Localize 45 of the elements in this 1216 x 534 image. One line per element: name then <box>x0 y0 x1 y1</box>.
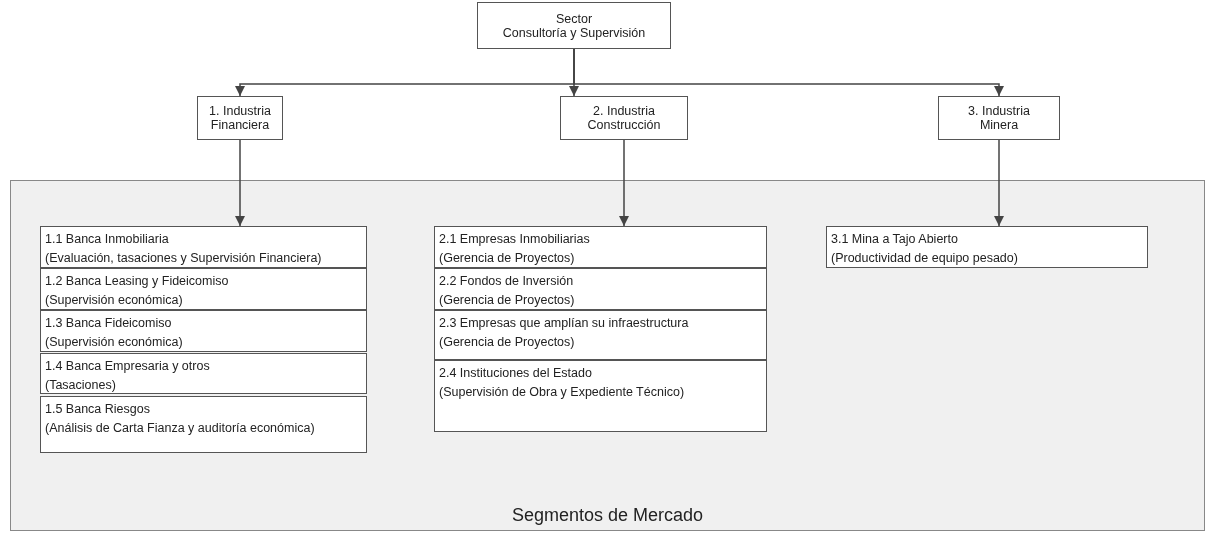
segment-box <box>434 310 767 360</box>
box-label: Consultoría y Supervisión <box>502 25 646 40</box>
segment-panel <box>10 180 1205 531</box>
segment-name: 2.1 Empresas Inmobiliarias <box>439 231 591 248</box>
segment-detail: (Supervisión de Obra y Expediente Técnico) <box>439 384 686 401</box>
segment-name: 1.2 Banca Leasing y Fideicomiso <box>45 273 230 290</box>
segment-detail: (Gerencia de Proyectos) <box>439 250 576 267</box>
segment-detail: (Productividad de equipo pesado) <box>831 250 1019 267</box>
segment-detail: (Supervisión económica) <box>45 334 184 351</box>
sector-box <box>477 2 671 49</box>
segment-box <box>40 310 367 352</box>
box-label: 3. Industria Minera <box>967 104 1031 132</box>
box-label: 1. Industria Financiera <box>208 104 272 132</box>
segment-box <box>826 226 1148 268</box>
segment-box <box>40 226 367 268</box>
arrow <box>619 139 629 227</box>
segment-name: 1.1 Banca Inmobiliaria <box>45 231 170 248</box>
segment-detail: (Gerencia de Proyectos) <box>439 292 576 309</box>
panel-title: Segmentos de Mercado <box>510 505 705 526</box>
arrow <box>573 48 1004 97</box>
box-label: Sector <box>555 11 593 26</box>
segment-box <box>40 353 367 394</box>
segment-name: 2.2 Fondos de Inversión <box>439 273 575 290</box>
segment-detail: (Análisis de Carta Fianza y auditoría económica) <box>45 420 316 437</box>
segment-name: 2.4 Instituciones del Estado <box>439 365 593 382</box>
segment-name: 1.5 Banca Riesgos <box>45 401 151 418</box>
industry-box <box>560 96 688 140</box>
segment-box <box>40 396 367 453</box>
segment-name: 2.3 Empresas que amplían su infraestructura <box>439 315 690 332</box>
segment-name: 1.3 Banca Fideicomiso <box>45 315 173 332</box>
segment-box <box>434 268 767 310</box>
box-label: 2. Industria Construcción <box>586 104 662 132</box>
segment-detail: (Supervisión económica) <box>45 292 184 309</box>
segment-box <box>434 360 767 432</box>
segment-detail: (Evaluación, tasaciones y Supervisión Financiera) <box>45 250 323 267</box>
segment-name: 3.1 Mina a Tajo Abierto <box>831 231 959 248</box>
arrow <box>235 139 245 227</box>
segment-detail: (Tasaciones) <box>45 377 117 394</box>
arrow <box>994 139 1004 227</box>
segment-detail: (Gerencia de Proyectos) <box>439 334 576 351</box>
segment-box <box>434 226 767 268</box>
industry-box <box>197 96 283 140</box>
industry-box <box>938 96 1060 140</box>
segment-name: 1.4 Banca Empresaria y otros <box>45 358 211 375</box>
segment-box <box>40 268 367 310</box>
